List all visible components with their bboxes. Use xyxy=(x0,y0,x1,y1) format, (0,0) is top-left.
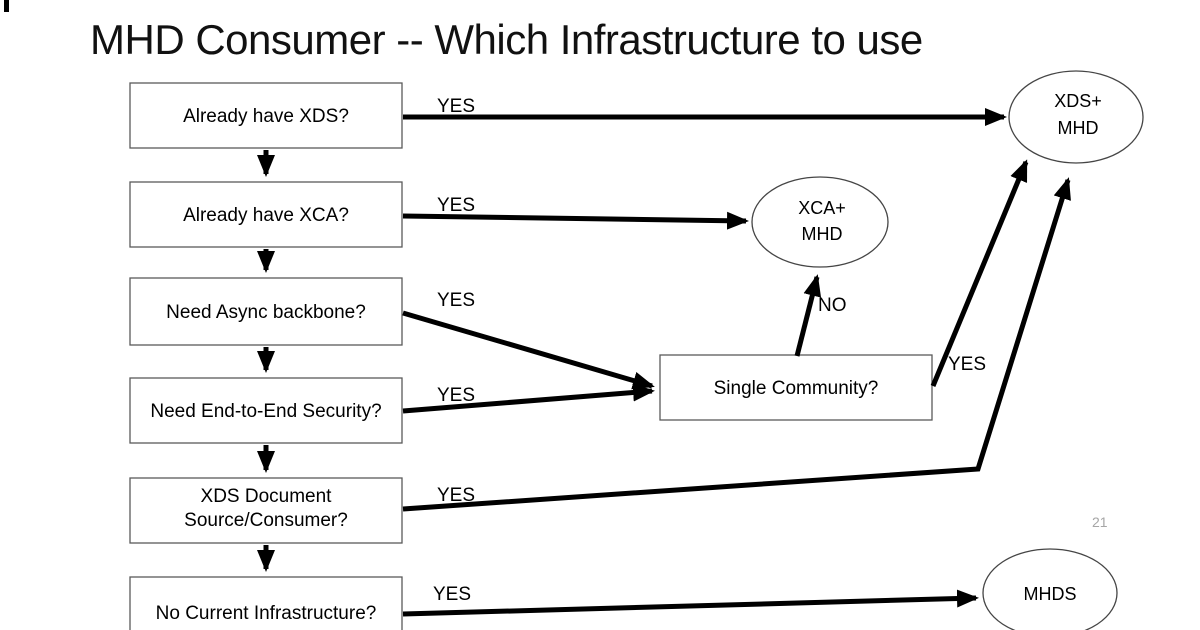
edge-singlecommunity-no-to-xcamhd xyxy=(794,274,822,357)
edge-label-xca-yes: YES xyxy=(437,195,475,216)
label-no-current-infrastructure: No Current Infrastructure? xyxy=(156,603,377,624)
label-xds-document-line1: XDS Document xyxy=(201,486,333,507)
edge-label-singlecommunity-no: NO xyxy=(818,295,847,316)
edge-label-async-yes: YES xyxy=(437,290,475,311)
slide-title: MHD Consumer -- Which Infrastructure to … xyxy=(90,16,923,63)
edge-security-yes-to-singlecommunity xyxy=(402,383,655,414)
edge-xca-yes-to-xcamhd xyxy=(402,211,749,230)
label-already-have-xds: Already have XDS? xyxy=(183,106,349,127)
label-xds-mhd-line1: XDS+ xyxy=(1054,91,1102,111)
slide-page-number: 21 xyxy=(1092,514,1108,530)
label-mhds: MHDS xyxy=(1024,584,1077,604)
node-single-community xyxy=(659,354,933,421)
corner-artifact xyxy=(4,0,9,12)
node-xca-plus-mhd xyxy=(751,176,889,268)
edge-label-xds-yes: YES xyxy=(437,96,475,117)
label-xca-mhd-line1: XCA+ xyxy=(798,198,846,218)
edge-xdsdoc-yes-to-xdsmhd xyxy=(402,177,1071,512)
edge-async-yes-to-singlecommunity xyxy=(402,310,655,390)
node-mhds xyxy=(982,548,1118,630)
edge-label-security-yes: YES xyxy=(437,385,475,406)
label-xca-mhd-line2: MHD xyxy=(802,224,843,244)
node-xds-plus-mhd xyxy=(1008,70,1144,164)
label-already-have-xca: Already have XCA? xyxy=(183,205,349,226)
node-already-have-xds xyxy=(129,82,403,149)
node-need-end-to-end-security xyxy=(129,377,403,444)
label-need-end-to-end-security: Need End-to-End Security? xyxy=(150,401,381,422)
node-xds-document-source-consumer xyxy=(129,477,403,544)
edge-label-noinfra-yes: YES xyxy=(433,584,471,605)
label-xds-document-line2: Source/Consumer? xyxy=(184,510,348,531)
node-already-have-xca xyxy=(129,181,403,248)
label-single-community: Single Community? xyxy=(714,378,879,399)
edge-label-singlecommunity-yes: YES xyxy=(948,354,986,375)
edge-singlecommunity-yes-to-xdsmhd xyxy=(930,159,1029,387)
node-no-current-infrastructure xyxy=(129,576,403,630)
node-need-async-backbone xyxy=(129,277,403,346)
label-xds-mhd-line2: MHD xyxy=(1058,118,1099,138)
edge-noinfra-yes-to-mhds xyxy=(402,589,979,617)
label-need-async-backbone: Need Async backbone? xyxy=(166,302,366,323)
edge-label-xdsdoc-yes: YES xyxy=(437,485,475,506)
